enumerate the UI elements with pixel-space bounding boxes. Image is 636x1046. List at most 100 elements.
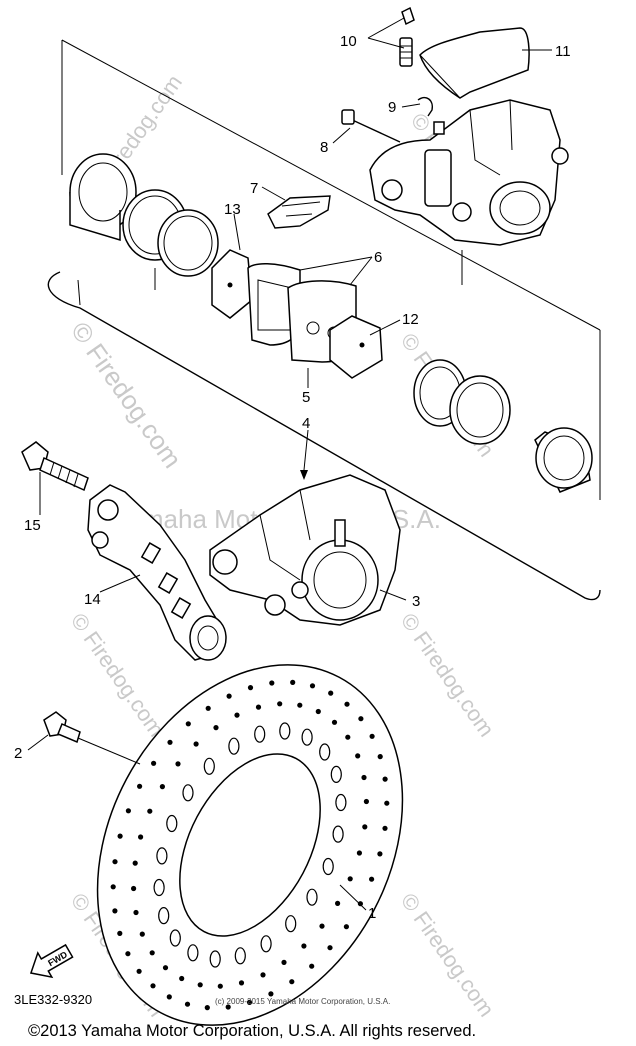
disc-hole — [281, 959, 287, 966]
disc-hole — [301, 943, 307, 949]
disc-hole — [133, 909, 139, 916]
disc-hole — [358, 716, 364, 722]
disc-hole — [361, 774, 367, 781]
disc-hole — [225, 1004, 231, 1010]
disc-hole — [357, 901, 363, 907]
watermark: © Firedog.com — [66, 609, 169, 742]
disc-hole — [335, 793, 347, 812]
callout-11: 11 — [555, 43, 571, 60]
disc-hole — [112, 908, 118, 914]
disc-hole — [234, 712, 240, 718]
disc-hole — [203, 757, 215, 775]
disc-hole — [151, 760, 157, 766]
brake-disc-1 — [96, 664, 404, 1026]
watermark: © Firedog.com — [396, 889, 499, 1022]
disc-hole — [279, 722, 291, 740]
disc-hole — [347, 876, 353, 882]
disc-hole — [169, 929, 181, 947]
disc-hole — [213, 725, 219, 731]
disc-hole — [150, 983, 156, 989]
disc-hole — [179, 975, 185, 982]
watermark: © Firedog.com — [396, 609, 499, 742]
callout-2: 2 — [14, 745, 22, 762]
disc-hole — [301, 728, 313, 746]
callout-14: 14 — [84, 591, 101, 608]
disc-hole — [156, 847, 168, 865]
callout-10: 10 — [340, 33, 357, 50]
disc-hole — [197, 982, 203, 988]
disc-hole — [125, 951, 131, 957]
caliper-half-top — [369, 99, 569, 246]
small-copyright: (c) 2009-2015 Yamaha Motor Corporation, … — [215, 997, 390, 1006]
disc-hole — [369, 733, 375, 739]
disc-hole — [139, 931, 145, 937]
disc-hole — [377, 851, 383, 857]
watermark: © Firedog.com — [65, 316, 188, 473]
disc-hole — [344, 701, 350, 707]
disc-hole — [255, 704, 262, 710]
disc-hole — [297, 702, 303, 708]
disc-hole — [110, 884, 116, 890]
disc-hole — [269, 680, 275, 686]
disc-hole — [335, 900, 341, 907]
footer-copyright: ©2013 Yamaha Motor Corporation, U.S.A. A… — [28, 1022, 476, 1040]
disc-hole — [193, 741, 199, 747]
disc-hole — [345, 734, 351, 740]
disc-hole — [384, 800, 390, 806]
disc-hole — [147, 808, 153, 814]
disc-hole — [136, 968, 142, 974]
piston-right — [534, 427, 593, 493]
pad-shim-13 — [211, 249, 253, 319]
disc-hole — [319, 743, 331, 761]
disc-hole — [204, 1005, 210, 1011]
disc-hole — [185, 721, 191, 727]
callout-13: 13 — [224, 201, 241, 218]
disc-hole — [377, 754, 383, 760]
disc-hole — [159, 784, 165, 790]
disc-hole — [260, 935, 272, 953]
seal-left-2 — [157, 209, 219, 277]
seal-right-2 — [449, 375, 511, 445]
disc-hole — [268, 991, 274, 997]
bolt-15 — [21, 441, 89, 492]
forward-arrow: FWD — [29, 943, 74, 979]
disc-hole — [306, 888, 318, 906]
disc-hole — [175, 761, 181, 767]
disc-hole — [228, 737, 240, 755]
disc-hole — [246, 999, 253, 1006]
caliper-assembly-3 — [209, 474, 401, 626]
bolt-2 — [43, 711, 81, 744]
disc-hole — [322, 857, 334, 876]
disc-holes — [110, 679, 390, 1011]
disc-hole — [309, 683, 316, 689]
disc-hole — [309, 963, 315, 969]
disc-hole — [166, 814, 178, 833]
disc-hole — [369, 876, 375, 882]
disc-hole — [382, 776, 388, 782]
callout-3: 3 — [412, 593, 420, 610]
disc-hole — [327, 945, 333, 951]
disc-hole — [167, 739, 173, 745]
callout-5: 5 — [302, 389, 310, 406]
disc-hole — [382, 825, 388, 831]
disc-hole — [285, 915, 297, 933]
disc-hole — [166, 994, 172, 1000]
disc-hole — [117, 930, 123, 937]
callout-9: 9 — [388, 99, 396, 116]
pad-shim-12 — [329, 315, 383, 379]
disc-hole — [289, 979, 295, 985]
callout-7: 7 — [250, 180, 258, 197]
disc-hole — [290, 679, 296, 686]
disc-hole — [277, 701, 283, 707]
disc-hole — [112, 859, 118, 865]
disc-hole — [234, 947, 246, 965]
disc-hole — [343, 924, 349, 930]
disc-hole — [355, 753, 361, 759]
disc-hole — [226, 693, 232, 699]
disc-hole — [332, 825, 344, 843]
disc-hole — [149, 950, 155, 956]
callout-4: 4 — [302, 415, 310, 432]
disc-hole — [153, 878, 165, 897]
callout-15: 15 — [24, 517, 41, 534]
